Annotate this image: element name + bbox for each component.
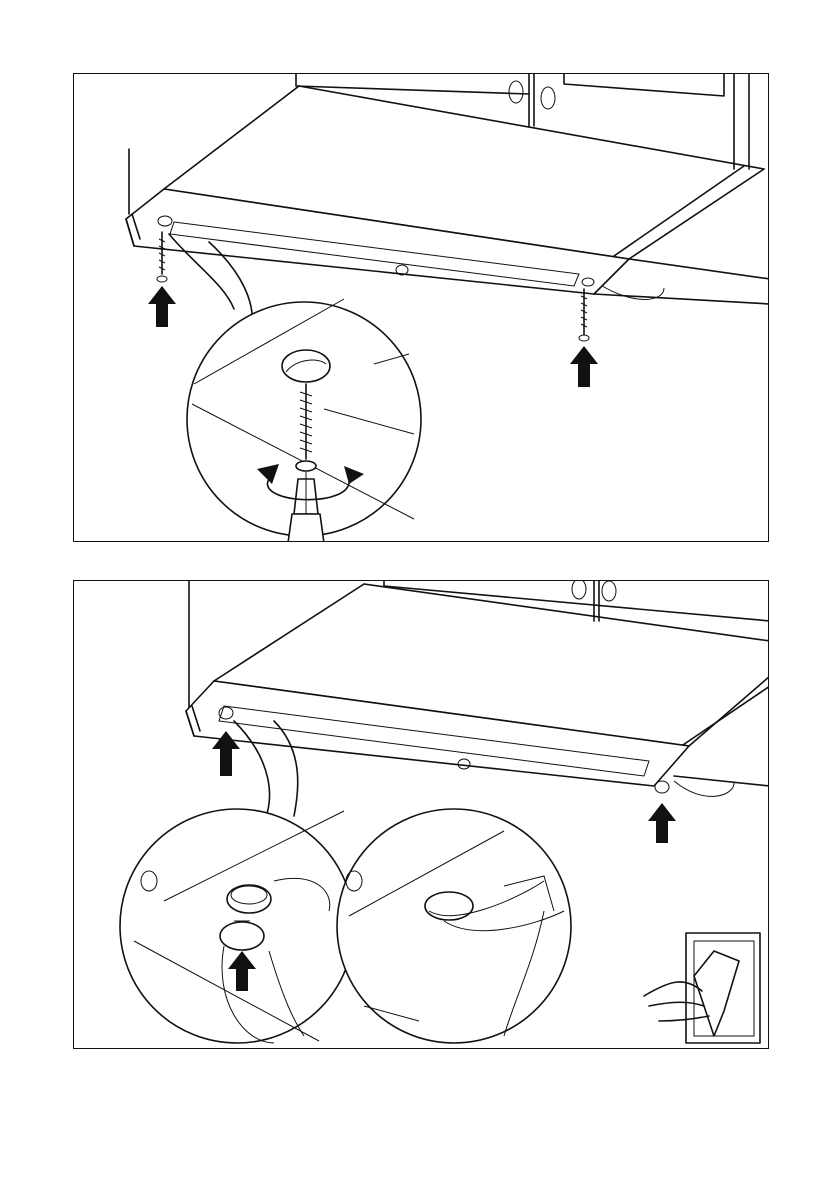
- hood-front-panel: [186, 681, 689, 793]
- upward-arrow-icon: [148, 286, 176, 327]
- step-1-illustration-panel: [73, 73, 769, 542]
- finger-press-detail-circle: [337, 809, 571, 1043]
- screw-icon: [579, 289, 589, 341]
- hood-screw-fixing-drawing: [74, 74, 769, 542]
- hood-cover-caps-drawing: [74, 581, 769, 1049]
- step-2-illustration-panel: [73, 580, 769, 1049]
- zoom-detail-circle: [187, 299, 421, 542]
- hood-front-panel: [126, 189, 629, 294]
- upward-arrow-icon: [648, 803, 676, 843]
- peel-off-sticker-icon: [644, 933, 760, 1043]
- upward-arrow-icon: [570, 346, 598, 387]
- cover-cap-detail-circle: [120, 809, 354, 1043]
